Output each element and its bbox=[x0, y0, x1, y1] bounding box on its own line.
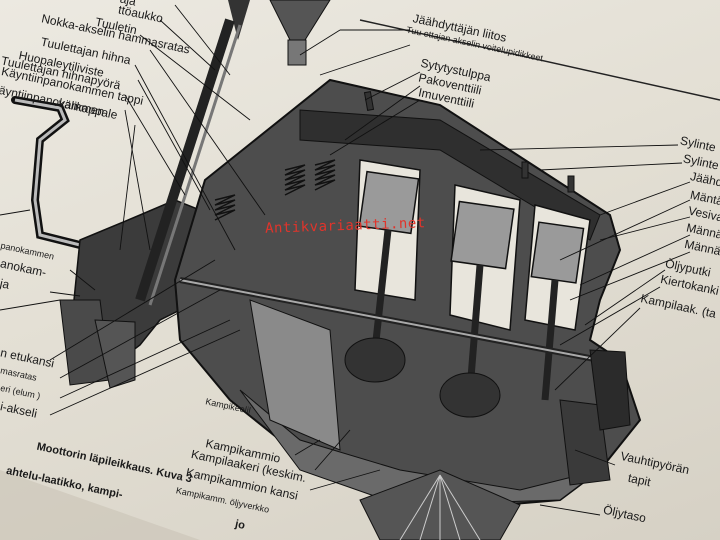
caption-fragment: jo bbox=[233, 518, 247, 532]
